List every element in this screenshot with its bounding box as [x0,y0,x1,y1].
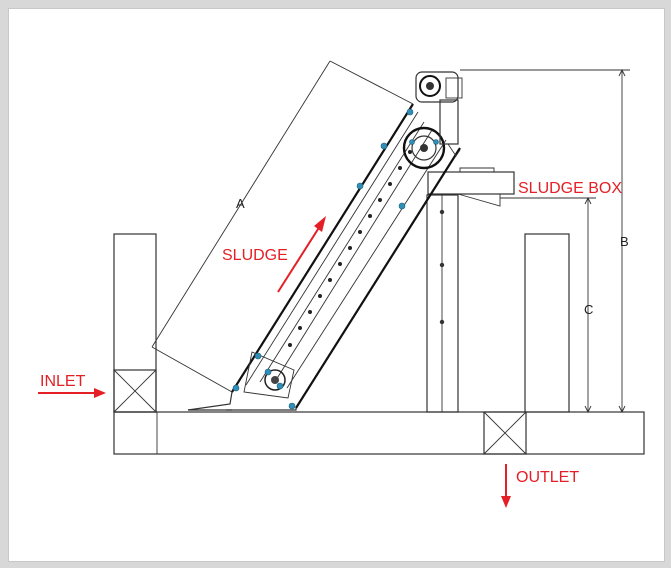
dimension-c: C [500,196,596,414]
fitting-blue [264,368,272,376]
inlet-flow: INLET [38,373,106,398]
fitting-blue [276,382,284,390]
inlet-wall [113,233,157,413]
lower-sprocket [264,369,286,391]
fitting-blue [232,384,240,392]
sludge-box-label: SLUDGE BOX [518,180,622,197]
channel-base [113,411,645,455]
sludge-box [427,167,515,207]
dimension-b: B [460,68,630,414]
outlet-flow: OUTLET [501,464,579,508]
upper-sprocket [402,126,446,170]
inlet-opening [113,369,157,413]
fitting-blue [406,108,414,116]
fitting-blue [398,202,406,210]
inclined-conveyor [187,71,463,411]
inlet-label: INLET [40,373,86,390]
dimension-b-label: B [620,234,629,249]
sludge-label: SLUDGE [222,247,288,264]
outlet-wall [524,233,570,413]
dimension-a: A [151,60,414,393]
sludge-flow: SLUDGE [222,216,326,293]
fitting-blue [380,142,388,150]
dimension-a-label: A [236,196,245,211]
outlet-opening [483,411,527,455]
drive-motor [415,71,463,157]
outlet-label: OUTLET [516,469,579,486]
diagram-frame [8,8,665,562]
support-wall [426,194,459,413]
fitting-blue [288,402,296,410]
fitting-blue [254,352,262,360]
fitting-blue [356,182,364,190]
dimension-c-label: C [584,302,593,317]
chain [288,150,412,347]
